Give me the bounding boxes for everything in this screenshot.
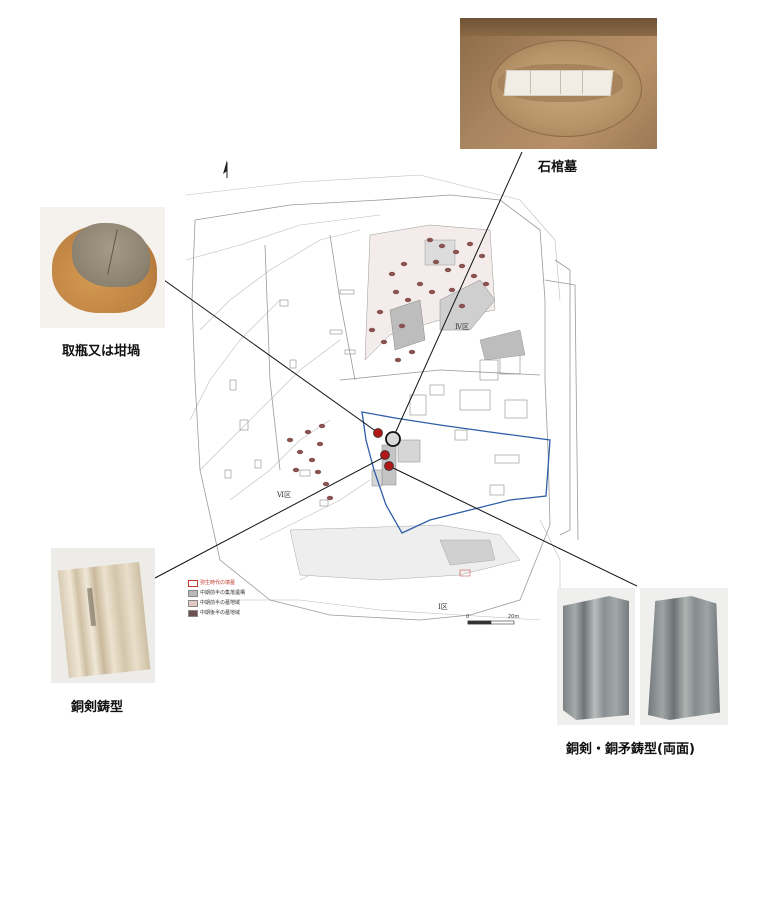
find-markers: [373, 428, 401, 471]
legend-label-late-cemetery: 中期後半の墓地域: [200, 610, 241, 616]
legend-swatch-settlement: [188, 590, 198, 597]
highlight-area-outline: [361, 411, 551, 534]
legend-swatch-late-cemetery: [188, 610, 198, 617]
legend-swatch-early-cemetery: [188, 600, 198, 607]
find-marker-pot: [373, 428, 383, 438]
caption-sword-spear-mold: 銅剣・銅矛鋳型(両面): [566, 742, 695, 757]
pot-photo: [40, 207, 165, 328]
legend-swatch-burials: [188, 580, 198, 587]
legend-label-burials: 弥生時代の墳墓: [200, 580, 236, 586]
find-marker-sword-mold: [380, 450, 390, 460]
legend-label-settlement: 中期前半の集落遺構: [200, 590, 246, 596]
sword-spear-mold-back-photo: [640, 588, 728, 725]
scale-distance-label: 20m: [508, 614, 520, 620]
settlement-zone-lower: [289, 524, 521, 581]
caption-pot: 取瓶又は坩堝: [62, 344, 141, 359]
find-marker-sword-spear-mold: [384, 461, 394, 471]
sword-spear-mold-front-photo: [557, 588, 635, 725]
stone-coffin-photo: [460, 18, 657, 149]
find-marker-stone-coffin: [385, 431, 401, 447]
caption-sword-mold: 銅剣鋳型: [71, 700, 124, 715]
area-label-4: Ⅳ区: [455, 323, 469, 331]
scale-zero-label: 0: [466, 614, 470, 620]
site-boundary: [191, 194, 579, 621]
legend-label-early-cemetery: 中期前半の墓地域: [200, 600, 241, 606]
settlement-zone-center: [371, 439, 421, 487]
leader-lines: [154, 151, 638, 587]
caption-stone-coffin: 石棺墓: [538, 160, 578, 175]
area-label-1: Ⅰ区: [438, 603, 448, 611]
map-legend: 弥生時代の墳墓 中期前半の集落遺構 中期前半の墓地域 中期後半の墓地域: [188, 578, 288, 626]
north-arrow-icon: [223, 160, 228, 178]
sword-mold-photo: [51, 548, 155, 683]
scale-bar: [467, 620, 515, 625]
area-label-6: Ⅵ区: [277, 491, 292, 499]
